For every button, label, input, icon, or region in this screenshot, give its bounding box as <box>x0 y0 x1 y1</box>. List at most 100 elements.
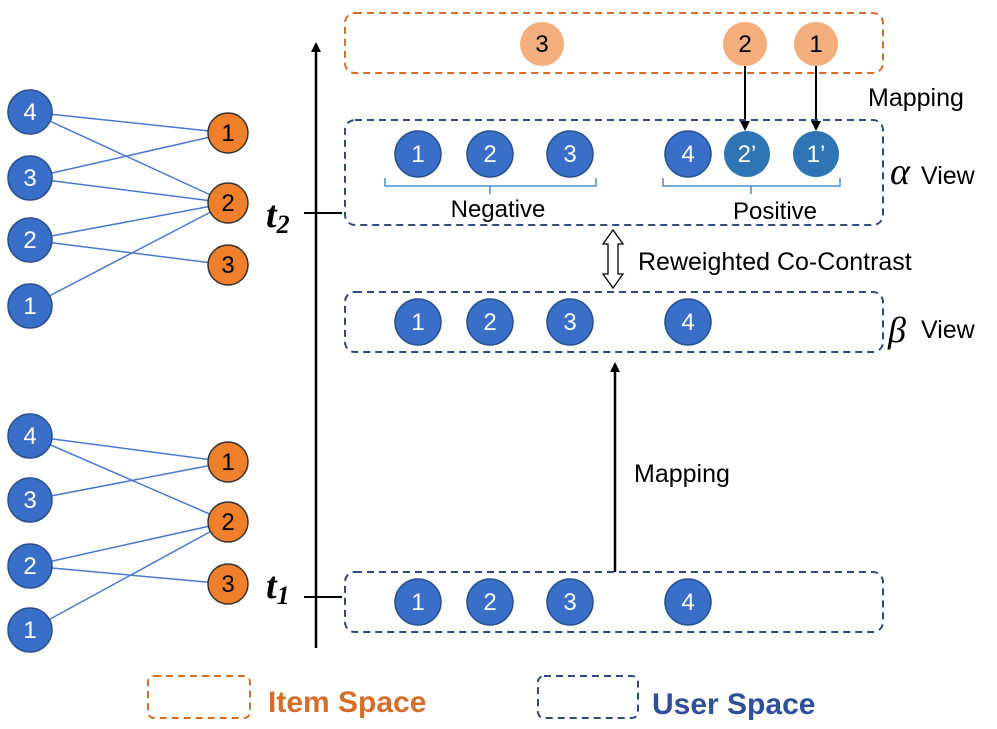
user-node: 2 <box>466 578 514 626</box>
user-node: 4 <box>664 130 712 178</box>
user-node: 2 <box>466 298 514 346</box>
beta-view-row: 1 2 3 4 <box>344 291 884 353</box>
edge-u4-i1 <box>29 435 229 463</box>
user-space-legend-swatch <box>537 675 639 719</box>
bipartite-graph-t2: 4 3 2 1 1 2 3 <box>7 89 249 329</box>
edge-u4-i1 <box>29 111 229 134</box>
edge-u2-i2 <box>29 521 229 567</box>
alpha-symbol: α <box>890 151 911 193</box>
edge-u2-i3 <box>29 565 229 585</box>
user-node-label: 2 <box>23 227 36 254</box>
mapped-item-label: 1’ <box>807 141 826 168</box>
mapped-item-node: 2’ <box>724 131 770 177</box>
user-node: 1 <box>7 607 53 653</box>
user-node: 2 <box>7 543 53 589</box>
item-node-label: 2 <box>221 509 234 536</box>
user-node: 4 <box>7 89 53 135</box>
alpha-view-label: View <box>921 162 976 190</box>
item-node-label: 3 <box>221 571 234 598</box>
user-node: 1 <box>394 298 442 346</box>
bipartite-graph-t1: 4 3 2 1 1 2 3 <box>7 413 249 653</box>
user-node-label: 3 <box>563 309 576 336</box>
edge-u3-i1 <box>29 461 229 501</box>
user-node: 1 <box>394 578 442 626</box>
t1-user-row: 1 2 3 4 <box>344 571 884 633</box>
edge-u2-i3 <box>29 239 229 266</box>
positive-brace <box>662 178 841 194</box>
t2-label: t2 <box>266 194 290 239</box>
edge-u3-i2 <box>29 177 229 204</box>
item-node-label: 1 <box>809 31 822 58</box>
item-node: 3 <box>207 244 249 286</box>
item-node-label: 2 <box>221 190 234 217</box>
user-node-label: 3 <box>23 487 36 514</box>
item-node-label: 2 <box>738 31 751 58</box>
user-node: 1 <box>7 283 53 329</box>
user-node-label: 1 <box>23 293 36 320</box>
item-node: 1 <box>207 112 249 154</box>
mapping-bottom-label: Mapping <box>634 460 730 488</box>
graph-t2-edges <box>29 111 229 307</box>
user-node-label: 1 <box>411 309 424 336</box>
user-node-label: 1 <box>411 141 424 168</box>
user-node: 3 <box>7 477 53 523</box>
item-node: 2 <box>723 22 767 66</box>
user-node: 3 <box>546 298 594 346</box>
user-node-label: 2 <box>483 309 496 336</box>
item-node: 3 <box>207 563 249 605</box>
item-node: 1 <box>207 441 249 483</box>
beta-symbol: β <box>887 310 906 350</box>
user-node: 4 <box>664 298 712 346</box>
t1-user-box <box>344 571 884 633</box>
user-space-legend-label: User Space <box>652 688 815 721</box>
user-node-label: 4 <box>23 99 36 126</box>
user-node-label: 4 <box>23 423 36 450</box>
beta-view-label: View <box>921 316 976 344</box>
negative-brace <box>384 178 597 194</box>
alpha-view-row: 1 2 3 4 2’ 1’ Negative Positive <box>344 119 884 226</box>
item-node: 2 <box>207 182 249 224</box>
item-node: 3 <box>520 22 564 66</box>
edge-u4-i2 <box>29 435 229 523</box>
edge-u3-i1 <box>29 132 229 179</box>
item-node-label: 1 <box>221 120 234 147</box>
item-node: 2 <box>207 501 249 543</box>
item-node-label: 3 <box>221 252 234 279</box>
item-space-box <box>344 12 884 74</box>
edge-u4-i2 <box>29 111 229 204</box>
item-node: 1 <box>794 22 838 66</box>
user-node: 4 <box>664 578 712 626</box>
item-node-label: 1 <box>221 449 234 476</box>
user-node-label: 4 <box>681 309 694 336</box>
time-axis: t2 t1 <box>266 42 342 648</box>
positive-label: Positive <box>733 198 817 225</box>
user-node: 3 <box>546 130 594 178</box>
user-node-label: 2 <box>483 141 496 168</box>
item-space-legend-label: Item Space <box>268 686 426 719</box>
mapped-item-node: 1’ <box>793 131 839 177</box>
user-node: 4 <box>7 413 53 459</box>
user-node-label: 3 <box>563 141 576 168</box>
co-contrast-label: Reweighted Co-Contrast <box>638 248 912 276</box>
item-space-legend-swatch <box>147 675 251 719</box>
mapping-top-label: Mapping <box>868 84 964 112</box>
edge-u1-i2 <box>29 202 229 307</box>
co-contrast-double-arrow <box>601 228 625 290</box>
negative-label: Negative <box>451 196 546 223</box>
item-space-row: 3 2 1 <box>344 12 884 74</box>
user-node: 2 <box>466 130 514 178</box>
user-node-label: 3 <box>23 165 36 192</box>
user-node-label: 3 <box>563 589 576 616</box>
alpha-view-box <box>344 119 884 226</box>
user-node-label: 4 <box>681 589 694 616</box>
user-node-label: 2 <box>483 589 496 616</box>
beta-view-box <box>344 291 884 353</box>
user-node: 1 <box>394 130 442 178</box>
user-node-label: 4 <box>681 141 694 168</box>
t1-label: t1 <box>266 565 290 610</box>
graph-t1-edges <box>29 435 229 631</box>
user-node-label: 1 <box>411 589 424 616</box>
user-node: 3 <box>546 578 594 626</box>
item-node-label: 3 <box>535 31 548 58</box>
